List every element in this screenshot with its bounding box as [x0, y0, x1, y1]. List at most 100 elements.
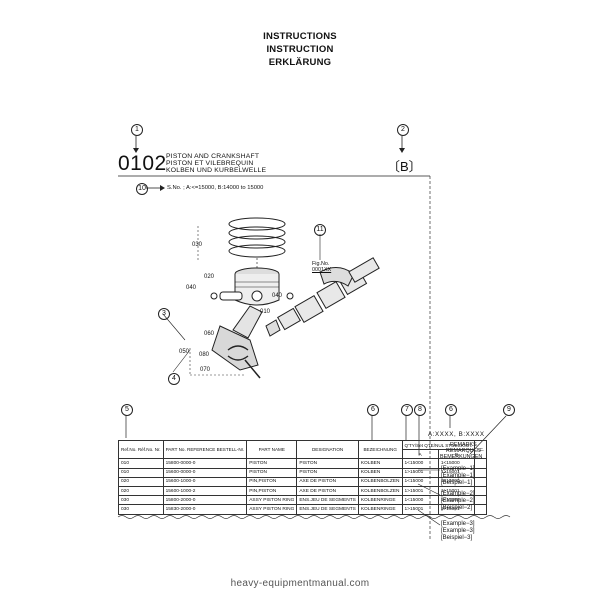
header-line-1: INSTRUCTIONS — [263, 31, 337, 42]
cell-ref: 020 — [118, 485, 164, 497]
col-a: A — [401, 449, 439, 460]
cell-des: ENS.JEU DE SEGMENTS — [296, 495, 359, 506]
remark-beispiel-2: [Beispiel−2] — [441, 505, 473, 511]
cell-ref: 030 — [118, 495, 164, 506]
callout-5: 5 — [121, 404, 133, 416]
cell-ref: 020 — [118, 476, 164, 487]
remark-example-3a: [Example−3] — [441, 521, 475, 527]
col-designation: DESIGNATION — [296, 439, 359, 460]
table-row: 030 15830-2000-0 ASSY PISTON RING ENS.JE… — [118, 504, 488, 515]
remark-example-1b: [Example−1] — [441, 473, 475, 479]
cell-name: ASSY PISTON RING — [246, 504, 298, 515]
cell-des: PISTON — [296, 458, 359, 469]
table-row: 010 15600-0000-0 PISTON PISTON KOLBEN 1>… — [118, 467, 488, 478]
remarks-codes: A:XXXX, B:XXXX — [428, 431, 485, 438]
cell-bez: KOLBENRINGE — [357, 504, 403, 515]
callout-6b: 6 — [445, 404, 457, 416]
cell-bez: KOLBEN — [357, 458, 403, 469]
label-050: 050 — [179, 349, 190, 355]
cell-name: PIN,PISTON — [246, 476, 298, 487]
callout-6: 6 — [367, 404, 379, 416]
cell-bez: KOLBENBOLZEN — [357, 476, 403, 487]
callout-7: 7 — [401, 404, 413, 416]
cell-ic — [474, 467, 488, 478]
cell-name: ASSY PISTON RING — [246, 495, 298, 506]
table-row: 020 15600-1000-0 PIN,PISTON AXE DE PISTO… — [118, 476, 488, 487]
cell-part: 15600-1000-0 — [162, 476, 248, 487]
cell-name: PISTON — [246, 458, 298, 469]
label-010: 010 — [260, 309, 271, 315]
cell-ic — [474, 495, 488, 506]
cell-part: 15800-0000-0 — [162, 458, 248, 469]
callout-10: 10 — [136, 183, 148, 195]
col-b: B — [437, 449, 476, 460]
cell-bez: KOLBENRINGE — [357, 495, 403, 506]
col-ic: I.C. — [474, 439, 488, 460]
cell-ic — [474, 485, 488, 497]
serial-condition: S.No. ; A:<=15000, B:14000 to 15000 — [167, 185, 264, 191]
callout-3: 3 — [158, 308, 170, 320]
col-part-no: PART No. REFERENCE BESTELL-Nr. — [162, 439, 248, 460]
cell-a: 1>15001 — [401, 467, 439, 478]
parts-table: Ref.No. Réf.No. Nr. PART No. REFERENCE B… — [118, 439, 488, 515]
label-080: 080 — [199, 352, 210, 358]
col-qty: Q'TY/Set QTE/NUL STUECK/Sn. — [401, 439, 476, 451]
label-070: 070 — [200, 367, 211, 373]
cell-name: PIN,PISTON — [246, 485, 298, 497]
cell-a: 1>15001 — [401, 504, 439, 515]
col-bezeichnung: BEZEICHNUNG — [357, 439, 403, 460]
cell-name: PISTON — [246, 467, 298, 478]
callout-2: 2 — [397, 124, 409, 136]
cell-ref: 010 — [118, 458, 164, 469]
header-line-3: ERKLÄRUNG — [268, 57, 332, 68]
remark-beispiel-1: [Beispiel−1] — [441, 480, 473, 486]
cell-a: 1<15000 — [401, 476, 439, 487]
section-title-en: PISTON AND CRANKSHAFT — [166, 153, 260, 160]
cell-part: 15600-1000-2 — [162, 485, 248, 497]
label-030: 030 — [192, 242, 203, 248]
label-020: 020 — [204, 274, 215, 280]
callout-1: 1 — [131, 124, 143, 136]
fig-no-value: 0001XX — [312, 267, 332, 273]
cell-ic — [474, 504, 488, 515]
section-title-fr: PISTON ET VILEBREQUIN — [166, 160, 254, 167]
label-040: 040 — [186, 285, 197, 291]
cell-bez: KOLBEN — [357, 467, 403, 478]
cell-des: AXE DE PISTON — [296, 476, 359, 487]
cell-part: 15830-2000-0 — [162, 504, 248, 515]
remark-example-2b: [Example−2] — [441, 498, 475, 504]
callout-11: 11 — [314, 224, 326, 236]
col-ref: Ref.No. Réf.No. Nr. — [118, 439, 164, 460]
col-part-name: PART NAME — [246, 439, 298, 460]
cell-ref: 010 — [118, 467, 164, 478]
callout-4: 4 — [168, 373, 180, 385]
label-060: 060 — [204, 331, 215, 337]
remark-beispiel-3: [Beispiel−3] — [441, 535, 473, 541]
cell-a: 1<15000 — [401, 458, 439, 469]
cell-ref: 030 — [118, 504, 164, 515]
group-code: 〔B〕 — [387, 159, 422, 174]
cell-des: PISTON — [296, 467, 359, 478]
table-row: 030 15800-2000-0 ASSY PISTON RING ENS.JE… — [118, 495, 488, 506]
callout-9: 9 — [503, 404, 515, 416]
cell-part: 15600-0000-0 — [162, 467, 248, 478]
label-040b: 040 — [272, 293, 283, 299]
cell-des: AXE DE PISTON — [296, 485, 359, 497]
fig-no-label: Fig.No. — [312, 261, 330, 267]
remark-example-3b: [Example−3] — [441, 528, 475, 534]
cell-des: ENS.JEU DE SEGMENTS — [296, 504, 359, 515]
footer-watermark[interactable]: heavy-equipmentmanual.com — [230, 578, 370, 589]
cell-ic — [474, 476, 488, 487]
callout-8: 8 — [414, 404, 426, 416]
remark-example-2a: [Example−2] — [441, 491, 475, 497]
cell-part: 15800-2000-0 — [162, 495, 248, 506]
table-row: 020 15600-1000-2 PIN,PISTON AXE DE PISTO… — [118, 485, 488, 497]
section-title-de: KOLBEN UND KURBELWELLE — [166, 167, 267, 174]
cell-ic — [474, 458, 488, 469]
section-number: 0102 — [118, 152, 167, 175]
cell-a: 1>15001 — [401, 485, 439, 497]
remark-example-1a: [Example−1] — [441, 466, 475, 472]
cell-a: 1<15000 — [401, 495, 439, 506]
cell-bez: KOLBENBOLZEN — [357, 485, 403, 497]
